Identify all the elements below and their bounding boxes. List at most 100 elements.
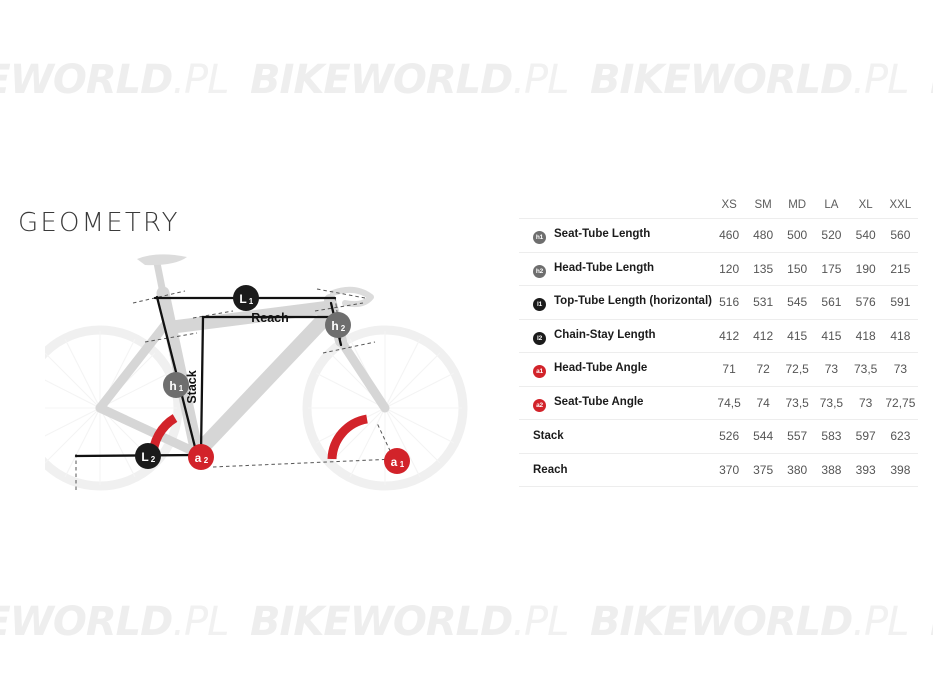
column-header-la: LA [824, 199, 839, 211]
row-label-cell: h2 Head-Tube Length [519, 252, 712, 286]
watermark-row: BIKEWORLD.PLBIKEWORLD.PLBIKEWORLD.PLBIKE… [0, 592, 933, 652]
value-cell: 73,5 [819, 395, 844, 410]
column-header-xl: XL [858, 199, 873, 211]
value-cell: 597 [855, 429, 876, 444]
badge-h2: h 2 [325, 312, 351, 338]
value-cell: 526 [719, 429, 740, 444]
table-row: Stack 526 544 557 583 597 623 [519, 419, 918, 454]
value-cell: 135 [753, 261, 774, 276]
value-cell: 72 [756, 362, 770, 377]
row-label-cell: a1 Head-Tube Angle [519, 353, 712, 387]
svg-text:2: 2 [341, 324, 346, 333]
value-cell: 190 [855, 261, 876, 276]
page-title: GEOMETRY [18, 208, 180, 238]
value-cell: 544 [753, 429, 774, 444]
value-cell: 175 [821, 261, 842, 276]
row-badge-a1-icon: a1 [533, 365, 546, 379]
row-badge-h2-icon: h2 [533, 264, 546, 278]
stack-dimension-line [199, 315, 205, 455]
svg-text:L: L [239, 292, 246, 306]
svg-text:h: h [169, 379, 176, 393]
watermark-tld: .PL [172, 57, 229, 103]
row-label: Head-Tube Length [554, 261, 655, 274]
watermark-row: BIKEWORLD.PLBIKEWORLD.PLBIKEWORLD.PLBIKE… [0, 50, 933, 110]
value-cell: 120 [719, 261, 740, 276]
svg-text:1: 1 [179, 384, 184, 393]
watermark-tld: .PL [512, 599, 569, 645]
value-cell: 540 [855, 228, 876, 243]
row-label-cell: l2 Chain-Stay Length [519, 319, 712, 353]
value-cell: 74,5 [717, 395, 741, 410]
value-cell: 557 [787, 429, 808, 444]
svg-text:1: 1 [400, 460, 405, 469]
svg-text:a: a [195, 451, 202, 465]
value-cell: 418 [855, 328, 876, 343]
watermark-text: BIKEWORLD.PL [590, 592, 909, 652]
value-cell: 398 [890, 462, 911, 477]
row-badge-l1-icon: l1 [533, 298, 546, 312]
badge-l2: L 2 [135, 443, 161, 469]
row-label: Chain-Stay Length [554, 328, 656, 341]
value-cell: 72,75 [885, 395, 916, 410]
value-cell: 561 [821, 295, 842, 310]
value-cell: 388 [821, 462, 842, 477]
watermark-text: BIKEWORLD.PL [590, 50, 909, 110]
column-header-sm: SM [754, 199, 772, 211]
row-label: Reach [533, 463, 568, 476]
value-cell: 531 [753, 295, 774, 310]
value-cell: 480 [753, 228, 774, 243]
watermark-brand: BIKEWORLD [250, 57, 513, 103]
column-header-md: MD [788, 199, 807, 211]
watermark-brand: BIKEWORLD [0, 599, 173, 645]
row-label-cell: Reach [519, 453, 712, 487]
watermark-brand: BIKEWORLD [590, 57, 853, 103]
value-cell: 583 [821, 429, 842, 444]
watermark-tld: .PL [852, 57, 909, 103]
watermark-text: BIKEWORLD.PL [0, 50, 229, 110]
value-cell: 591 [890, 295, 911, 310]
value-cell: 545 [787, 295, 808, 310]
badge-a2: a 2 [188, 444, 214, 470]
value-cell: 73 [824, 362, 839, 377]
watermark-tld: .PL [512, 57, 569, 103]
value-cell: 73,5 [785, 395, 809, 410]
row-label: Seat-Tube Length [554, 228, 651, 241]
watermark-tld: .PL [172, 599, 229, 645]
watermark-tld: .PL [852, 599, 909, 645]
value-cell: 412 [719, 328, 740, 343]
bike-geometry-diagram: Reach Stack L 1 L 2 h 1 h 2 a 1 a 2 [45, 245, 495, 510]
row-badge-l2-icon: l2 [533, 331, 546, 345]
value-cell: 71 [722, 362, 736, 377]
value-cell: 560 [890, 228, 911, 243]
svg-text:2: 2 [204, 456, 209, 465]
reach-label: Reach [251, 311, 289, 325]
svg-text:1: 1 [249, 297, 254, 306]
value-cell: 72,5 [785, 362, 809, 377]
row-label: Head-Tube Angle [554, 362, 648, 375]
svg-text:2: 2 [151, 455, 156, 464]
value-cell: 73,5 [853, 362, 878, 377]
row-label: Stack [533, 430, 564, 443]
value-cell: 415 [787, 328, 808, 343]
svg-text:h: h [331, 319, 338, 333]
row-label-cell: Stack [519, 420, 712, 454]
badge-h1: h 1 [163, 372, 189, 398]
value-cell: 415 [821, 328, 842, 343]
value-cell: 520 [821, 228, 842, 243]
badge-l1: L 1 [233, 285, 259, 311]
watermark-text: BIKEWORLD.PL [0, 592, 229, 652]
svg-text:L: L [141, 450, 148, 464]
value-cell: 500 [787, 228, 808, 243]
value-cell: 623 [890, 429, 911, 444]
value-cell: 370 [719, 462, 740, 477]
value-cell: 576 [855, 295, 876, 310]
